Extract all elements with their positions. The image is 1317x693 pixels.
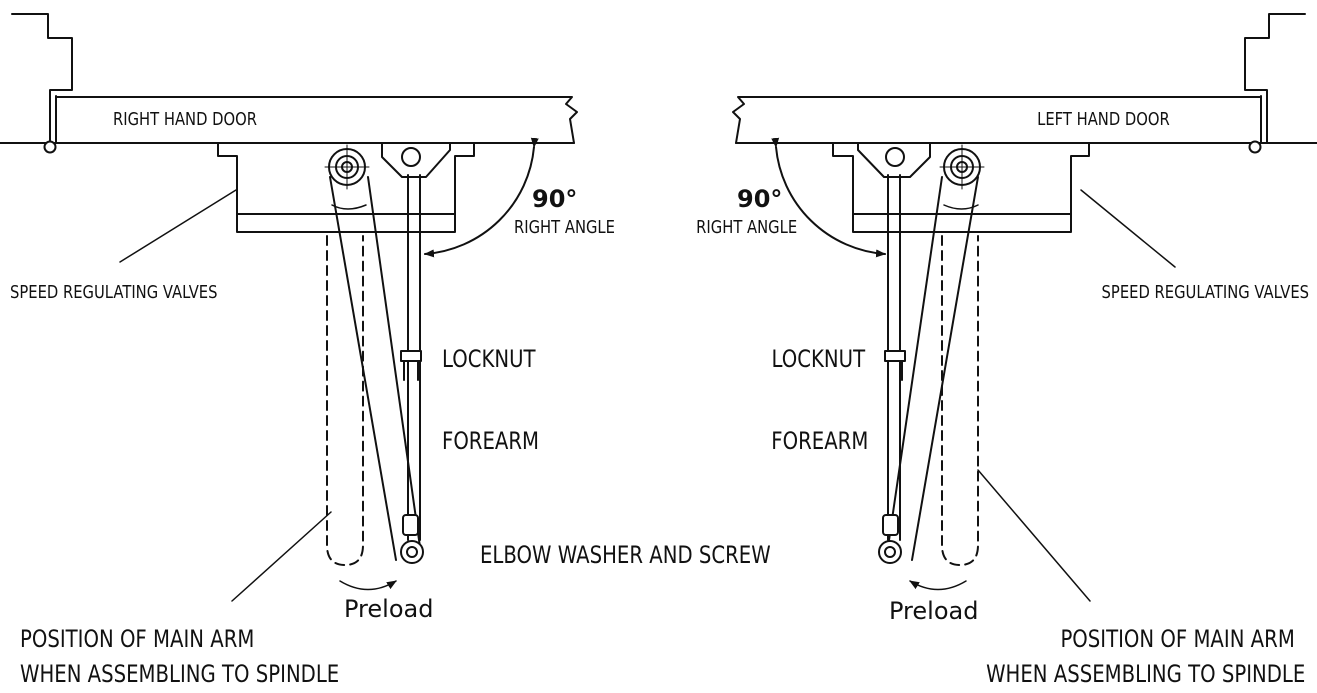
angle-value-right: 90° bbox=[737, 185, 783, 213]
locknut-label-left: LOCKNUT bbox=[442, 345, 536, 373]
right-hand-door-assembly bbox=[0, 13, 578, 602]
main-arm-label-left-line2: WHEN ASSEMBLING TO SPINDLE bbox=[20, 660, 340, 688]
elbow-left bbox=[400, 540, 424, 564]
door-frame-right bbox=[1244, 13, 1306, 144]
main-arm-label-left-line1: POSITION OF MAIN ARM bbox=[20, 625, 255, 653]
preload-arc-right bbox=[909, 580, 967, 591]
left-hand-door-assembly bbox=[732, 13, 1317, 602]
angle-value-left: 90° bbox=[532, 185, 578, 213]
forearm-label-right: FOREARM bbox=[770, 427, 868, 455]
angle-arc-left bbox=[424, 137, 539, 258]
preload-arc-left bbox=[339, 580, 397, 591]
valves-label-left: SPEED REGULATING VALVES bbox=[10, 282, 218, 303]
door-slab-left bbox=[55, 96, 578, 144]
elbow-washer-label: ELBOW WASHER AND SCREW bbox=[480, 541, 771, 569]
main-arm-leader-left bbox=[231, 511, 332, 602]
main-arm-leader-right bbox=[977, 469, 1091, 602]
door-label-left-hand: LEFT HAND DOOR bbox=[1037, 109, 1170, 130]
valves-leader-left bbox=[119, 189, 237, 263]
locknut-label-right: LOCKNUT bbox=[771, 345, 865, 373]
valves-label-right: SPEED REGULATING VALVES bbox=[1101, 282, 1309, 303]
main-arm-left bbox=[329, 176, 421, 561]
forearm-label-left: FOREARM bbox=[442, 427, 540, 455]
main-arm-label-right-line2: WHEN ASSEMBLING TO SPINDLE bbox=[985, 660, 1305, 688]
angle-arc-right bbox=[771, 137, 886, 258]
preload-label-right: Preload bbox=[889, 597, 979, 625]
elbow-right bbox=[878, 540, 902, 564]
hinge-pin-left bbox=[43, 140, 57, 154]
preload-label-left: Preload bbox=[344, 595, 434, 623]
main-arm-right bbox=[887, 176, 979, 561]
door-frame-left bbox=[11, 13, 73, 144]
main-arm-label-right-line1: POSITION OF MAIN ARM bbox=[1060, 625, 1295, 653]
main-arm-assembly-position-right bbox=[941, 235, 979, 566]
angle-label-left: RIGHT ANGLE bbox=[514, 217, 615, 238]
door-slab-right bbox=[732, 96, 1262, 144]
angle-label-right: RIGHT ANGLE bbox=[696, 217, 797, 238]
main-arm-assembly-position-left bbox=[326, 235, 364, 566]
door-label-right-hand: RIGHT HAND DOOR bbox=[113, 109, 258, 130]
hinge-pin-right bbox=[1248, 140, 1262, 154]
valves-leader-right bbox=[1080, 189, 1176, 268]
forearm-bracket-left bbox=[381, 142, 451, 178]
